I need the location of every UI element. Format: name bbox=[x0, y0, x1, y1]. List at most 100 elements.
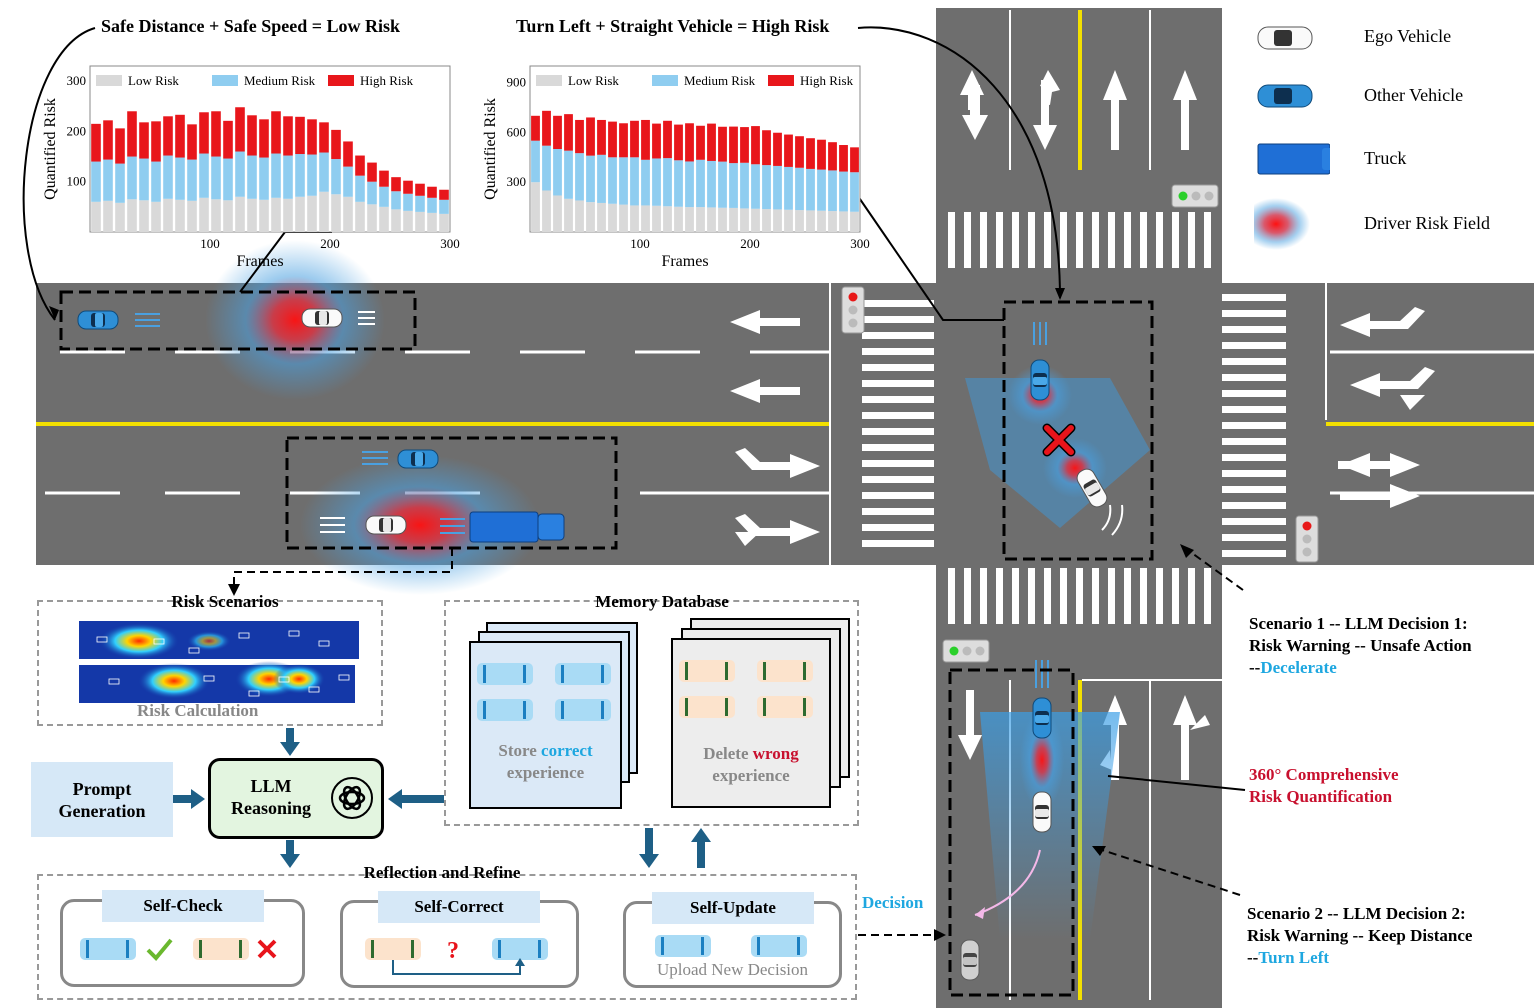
bar-medium-risk bbox=[850, 172, 859, 212]
bar-low-risk bbox=[542, 190, 551, 232]
reflection-title: Reflection and Refine bbox=[363, 863, 521, 882]
bar-low-risk bbox=[850, 211, 859, 232]
bar-medium-risk bbox=[641, 159, 650, 206]
bar-medium-risk bbox=[762, 165, 771, 210]
scenario2-prefix: -- bbox=[1247, 948, 1259, 967]
high-risk-title: Turn Left + Straight Vehicle = High Risk bbox=[516, 16, 830, 36]
bar-high-risk bbox=[564, 114, 573, 151]
bar-low-risk bbox=[343, 196, 353, 232]
self-check-label: Self-Check bbox=[102, 890, 264, 922]
bar-high-risk bbox=[608, 121, 617, 158]
bar-high-risk bbox=[247, 115, 257, 156]
bar-high-risk bbox=[696, 125, 705, 160]
bar-medium-risk bbox=[553, 149, 562, 196]
bar-medium-risk bbox=[271, 153, 281, 198]
legend-swatch bbox=[536, 75, 562, 86]
bar-high-risk bbox=[652, 123, 661, 159]
bar-high-risk bbox=[367, 162, 377, 182]
bar-low-risk bbox=[795, 210, 804, 232]
bar-high-risk bbox=[415, 183, 425, 196]
bar-high-risk bbox=[740, 127, 749, 163]
bar-low-risk bbox=[331, 194, 341, 232]
bar-medium-risk bbox=[795, 167, 804, 211]
bar-low-risk bbox=[597, 202, 606, 232]
y-tick-label: 600 bbox=[507, 124, 527, 139]
y-axis-label: Quantified Risk bbox=[42, 98, 59, 200]
x-tick-label: 100 bbox=[200, 236, 220, 251]
bar-high-risk bbox=[223, 120, 233, 159]
bar-medium-risk bbox=[707, 160, 716, 208]
bar-medium-risk bbox=[740, 162, 749, 209]
bar-high-risk bbox=[355, 155, 365, 176]
comprehensive-annotation: 360° Comprehensive Risk Quantification bbox=[1249, 764, 1399, 808]
bar-low-risk bbox=[307, 195, 317, 232]
bar-low-risk bbox=[806, 210, 815, 232]
bar-medium-risk bbox=[608, 157, 617, 204]
bar-medium-risk bbox=[817, 169, 826, 211]
bar-high-risk bbox=[271, 111, 281, 154]
risk-scenarios-panel bbox=[37, 600, 383, 726]
bar-high-risk bbox=[542, 110, 551, 146]
bar-low-risk bbox=[839, 211, 848, 232]
bar-low-risk bbox=[103, 200, 113, 232]
bar-high-risk bbox=[630, 120, 639, 158]
bar-medium-risk bbox=[674, 160, 683, 207]
bar-medium-risk bbox=[784, 166, 793, 210]
bar-medium-risk bbox=[685, 161, 694, 208]
bar-low-risk bbox=[817, 210, 826, 232]
bar-high-risk bbox=[379, 170, 389, 187]
bar-medium-risk bbox=[139, 158, 149, 201]
bar-medium-risk bbox=[806, 168, 815, 211]
openai-logo-icon bbox=[331, 777, 373, 819]
x-tick-label: 100 bbox=[630, 236, 650, 251]
bar-high-risk bbox=[718, 126, 727, 162]
bar-medium-risk bbox=[283, 155, 293, 199]
x-tick-label: 200 bbox=[740, 236, 760, 251]
correction-arrow bbox=[392, 958, 525, 975]
bar-low-risk bbox=[575, 200, 584, 232]
bar-high-risk bbox=[839, 145, 848, 172]
bar-high-risk bbox=[586, 117, 595, 156]
bar-medium-risk bbox=[247, 155, 257, 199]
bar-low-risk bbox=[740, 208, 749, 232]
bar-high-risk bbox=[331, 129, 341, 160]
plot-frame bbox=[529, 65, 861, 233]
bar-medium-risk bbox=[319, 152, 329, 192]
legend-swatch bbox=[768, 75, 794, 86]
bar-medium-risk bbox=[403, 193, 413, 211]
bar-low-risk bbox=[427, 212, 437, 232]
bar-low-risk bbox=[355, 201, 365, 232]
bar-medium-risk bbox=[259, 157, 269, 200]
bar-low-risk bbox=[663, 206, 672, 232]
llm-reasoning-label: LLM Reasoning bbox=[230, 776, 311, 818]
legend-swatch bbox=[328, 75, 354, 86]
bar-low-risk bbox=[187, 200, 197, 232]
bar-low-risk bbox=[139, 200, 149, 232]
bar-medium-risk bbox=[151, 161, 161, 202]
scenario2-action: Turn Left bbox=[1258, 948, 1330, 967]
bar-medium-risk bbox=[307, 154, 317, 196]
bar-high-risk bbox=[575, 119, 584, 154]
legend-entry: Low Risk bbox=[128, 73, 179, 88]
scenario1-action: Decelerate bbox=[1260, 658, 1337, 677]
wrong-experience-card bbox=[193, 938, 249, 960]
bar-medium-risk bbox=[718, 161, 727, 208]
bar-low-risk bbox=[608, 203, 617, 232]
bar-high-risk bbox=[427, 186, 437, 198]
bar-low-risk bbox=[619, 204, 628, 232]
bar-medium-risk bbox=[663, 158, 672, 207]
upload-decision-caption: Upload New Decision bbox=[656, 960, 809, 979]
legend-entry: Medium Risk bbox=[244, 73, 316, 88]
bar-medium-risk bbox=[91, 161, 101, 202]
bar-low-risk bbox=[564, 198, 573, 232]
bar-high-risk bbox=[553, 115, 562, 149]
bar-medium-risk bbox=[773, 165, 782, 210]
bar-medium-risk bbox=[696, 159, 705, 208]
scenario1-line2: Risk Warning -- Unsafe Action bbox=[1249, 636, 1472, 655]
truck-icon bbox=[1257, 143, 1330, 175]
bar-high-risk bbox=[663, 120, 672, 159]
bar-low-risk bbox=[127, 199, 137, 232]
llm-reasoning-box: LLM Reasoning bbox=[208, 758, 384, 839]
scenario2-line2: Risk Warning -- Keep Distance bbox=[1247, 926, 1473, 945]
